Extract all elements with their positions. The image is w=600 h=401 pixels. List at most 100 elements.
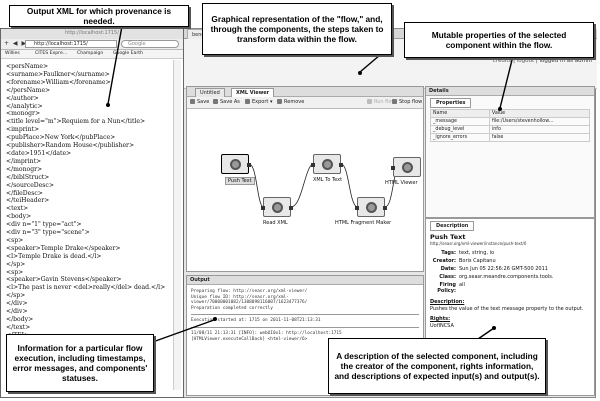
logged-in-label: logged in as admin bbox=[539, 58, 592, 64]
user-links: credits | logout | logged in as admin bbox=[493, 58, 592, 64]
bookmarks-bar: Willies CITES Expre... Champaign Google … bbox=[1, 50, 183, 59]
export-button[interactable]: Export ▾ bbox=[245, 99, 272, 105]
class-row: Class:org.seasr.meandre.components.tools… bbox=[439, 274, 554, 280]
callout-output-xml: Output XML for which provenance is neede… bbox=[9, 5, 189, 27]
output-pin[interactable] bbox=[383, 206, 387, 210]
xml-line: <l>Temple Drake is dead.</l> bbox=[6, 252, 102, 260]
gear-icon bbox=[402, 162, 413, 173]
xml-line: <body> bbox=[6, 213, 32, 221]
callout-execution-info: Information for a particular flow execut… bbox=[6, 334, 154, 392]
output-pin[interactable] bbox=[289, 206, 293, 210]
output-pin[interactable] bbox=[247, 163, 251, 167]
logout-link[interactable]: logout bbox=[516, 58, 535, 64]
gear-icon bbox=[366, 202, 377, 213]
xml-line: <publisher>Random House</publisher> bbox=[6, 142, 135, 150]
xml-line: </sourceDesc> bbox=[6, 181, 54, 189]
input-pin[interactable] bbox=[391, 166, 395, 170]
run-icon bbox=[367, 99, 372, 104]
bookmark-champaign[interactable]: Champaign bbox=[77, 51, 104, 56]
leader-xml bbox=[107, 25, 123, 105]
log-line: Unique flow ID: http://seasr.org/xml- bbox=[191, 294, 289, 300]
editor-toolbar: Save Save As Export ▾ Remove Run flow St… bbox=[187, 97, 423, 109]
callout-description: A description of the selected component,… bbox=[328, 338, 546, 394]
tab-properties[interactable]: Properties bbox=[430, 98, 472, 108]
leader-dot bbox=[498, 107, 502, 111]
gear-icon bbox=[230, 159, 241, 170]
remove-button[interactable]: Remove bbox=[277, 99, 304, 105]
save-as-button[interactable]: Save As bbox=[213, 99, 240, 105]
component-label: Push Text bbox=[225, 177, 255, 185]
xml-line: </biblStruct> bbox=[6, 173, 50, 181]
stop-icon bbox=[392, 99, 397, 104]
stop-flow-button[interactable]: Stop flow bbox=[392, 99, 422, 105]
rights-heading: Rights: bbox=[430, 316, 451, 322]
tab-description[interactable]: Description bbox=[430, 221, 475, 231]
callout-properties: Mutable properties of the selected compo… bbox=[404, 22, 594, 58]
details-header: Details bbox=[426, 87, 594, 96]
log-line: [HTMLViewer.executeCallBack] <html-viewe… bbox=[191, 336, 308, 342]
leader-desc bbox=[477, 327, 495, 340]
nav-buttons[interactable]: + ◀ ▶ bbox=[4, 40, 28, 47]
output-pin[interactable] bbox=[339, 163, 343, 167]
bookmark-cites[interactable]: CITES Expre... bbox=[35, 51, 68, 56]
flow-canvas[interactable]: Push Text Read XML XML To Text HTML Frag… bbox=[187, 109, 423, 271]
separator: | bbox=[534, 58, 540, 64]
description-heading: Description: bbox=[430, 299, 465, 305]
tab-xml-viewer[interactable]: XML Viewer bbox=[231, 88, 275, 97]
search-input[interactable]: Google bbox=[121, 40, 179, 48]
save-as-icon bbox=[213, 99, 218, 104]
log-separator bbox=[191, 326, 419, 328]
xml-line: <persName> bbox=[6, 63, 49, 70]
leader-props bbox=[499, 59, 513, 109]
xml-line: <text> bbox=[6, 205, 29, 213]
xml-line: <pubPlace>New York</pubPlace> bbox=[6, 134, 116, 142]
log-separator bbox=[191, 314, 419, 316]
component-label: HTML Fragment Maker bbox=[335, 220, 392, 226]
leader-dot bbox=[492, 326, 496, 330]
credits-link[interactable]: credits bbox=[492, 58, 512, 64]
log-line: Preparing flow: http://seasr.org/xml-vie… bbox=[191, 289, 308, 294]
browser-scrollbar[interactable] bbox=[173, 60, 181, 390]
flow-editor-panel: Untitled XML Viewer Save Save As Export … bbox=[186, 86, 424, 272]
component-xml-to-text[interactable] bbox=[311, 154, 343, 174]
xml-line: <speaker>Gavin Stevens</speaker> bbox=[6, 276, 122, 284]
input-pin[interactable] bbox=[355, 206, 359, 210]
component-read-xml[interactable] bbox=[261, 197, 293, 217]
leader-dot bbox=[358, 71, 362, 75]
run-flow-button[interactable]: Run flow bbox=[367, 99, 395, 105]
output-log: Preparing flow: http://seasr.org/xml-vie… bbox=[191, 289, 419, 342]
xml-line: <div n="1" type="act"> bbox=[6, 221, 82, 229]
xml-line: </author> bbox=[6, 94, 39, 102]
component-label: XML To Text bbox=[313, 177, 343, 183]
xml-line: <surname>Faulkner</surname> bbox=[6, 70, 110, 78]
component-html-viewer[interactable] bbox=[391, 157, 421, 177]
log-line: Execution started at: 1715 on 2011-11-08… bbox=[191, 318, 321, 324]
leader-graph bbox=[359, 54, 381, 73]
tab-untitled[interactable]: Untitled bbox=[195, 88, 225, 97]
input-pin[interactable] bbox=[261, 206, 265, 210]
xml-line: <speaker>Temple Drake</speaker> bbox=[6, 244, 121, 252]
component-push-text[interactable] bbox=[221, 154, 251, 174]
xml-line: <l>The past is never <del>really</del> d… bbox=[6, 284, 166, 292]
save-button[interactable]: Save bbox=[190, 99, 209, 105]
property-value[interactable]: false bbox=[488, 133, 591, 142]
xml-line: </fileDesc> bbox=[6, 189, 43, 197]
gear-icon bbox=[272, 202, 283, 213]
editor-tabs: Untitled XML Viewer bbox=[187, 87, 423, 97]
input-pin[interactable] bbox=[311, 163, 315, 167]
component-title: Push Text bbox=[430, 233, 466, 241]
firing-policy-row: Firing Policy:all bbox=[437, 282, 465, 294]
url-bar[interactable]: http://localhost:1715/ bbox=[25, 40, 117, 48]
bookmark-willies[interactable]: Willies bbox=[5, 51, 20, 56]
xml-line: <forename>William</forename> bbox=[6, 78, 111, 86]
creator-row: Creator:Boris Capitanu bbox=[432, 258, 496, 264]
browser-toolbar: + ◀ ▶ http://localhost:1715/ Google bbox=[1, 39, 183, 50]
component-html-fragment-maker[interactable] bbox=[355, 197, 387, 217]
bookmark-google-earth[interactable]: Google Earth bbox=[113, 51, 143, 56]
component-uri: http://seasr.org/xml-viewer/instance/pus… bbox=[430, 241, 527, 246]
component-label: HTML Viewer bbox=[385, 180, 418, 186]
description-body: Push Text http://seasr.org/xml-viewer/in… bbox=[430, 233, 590, 329]
